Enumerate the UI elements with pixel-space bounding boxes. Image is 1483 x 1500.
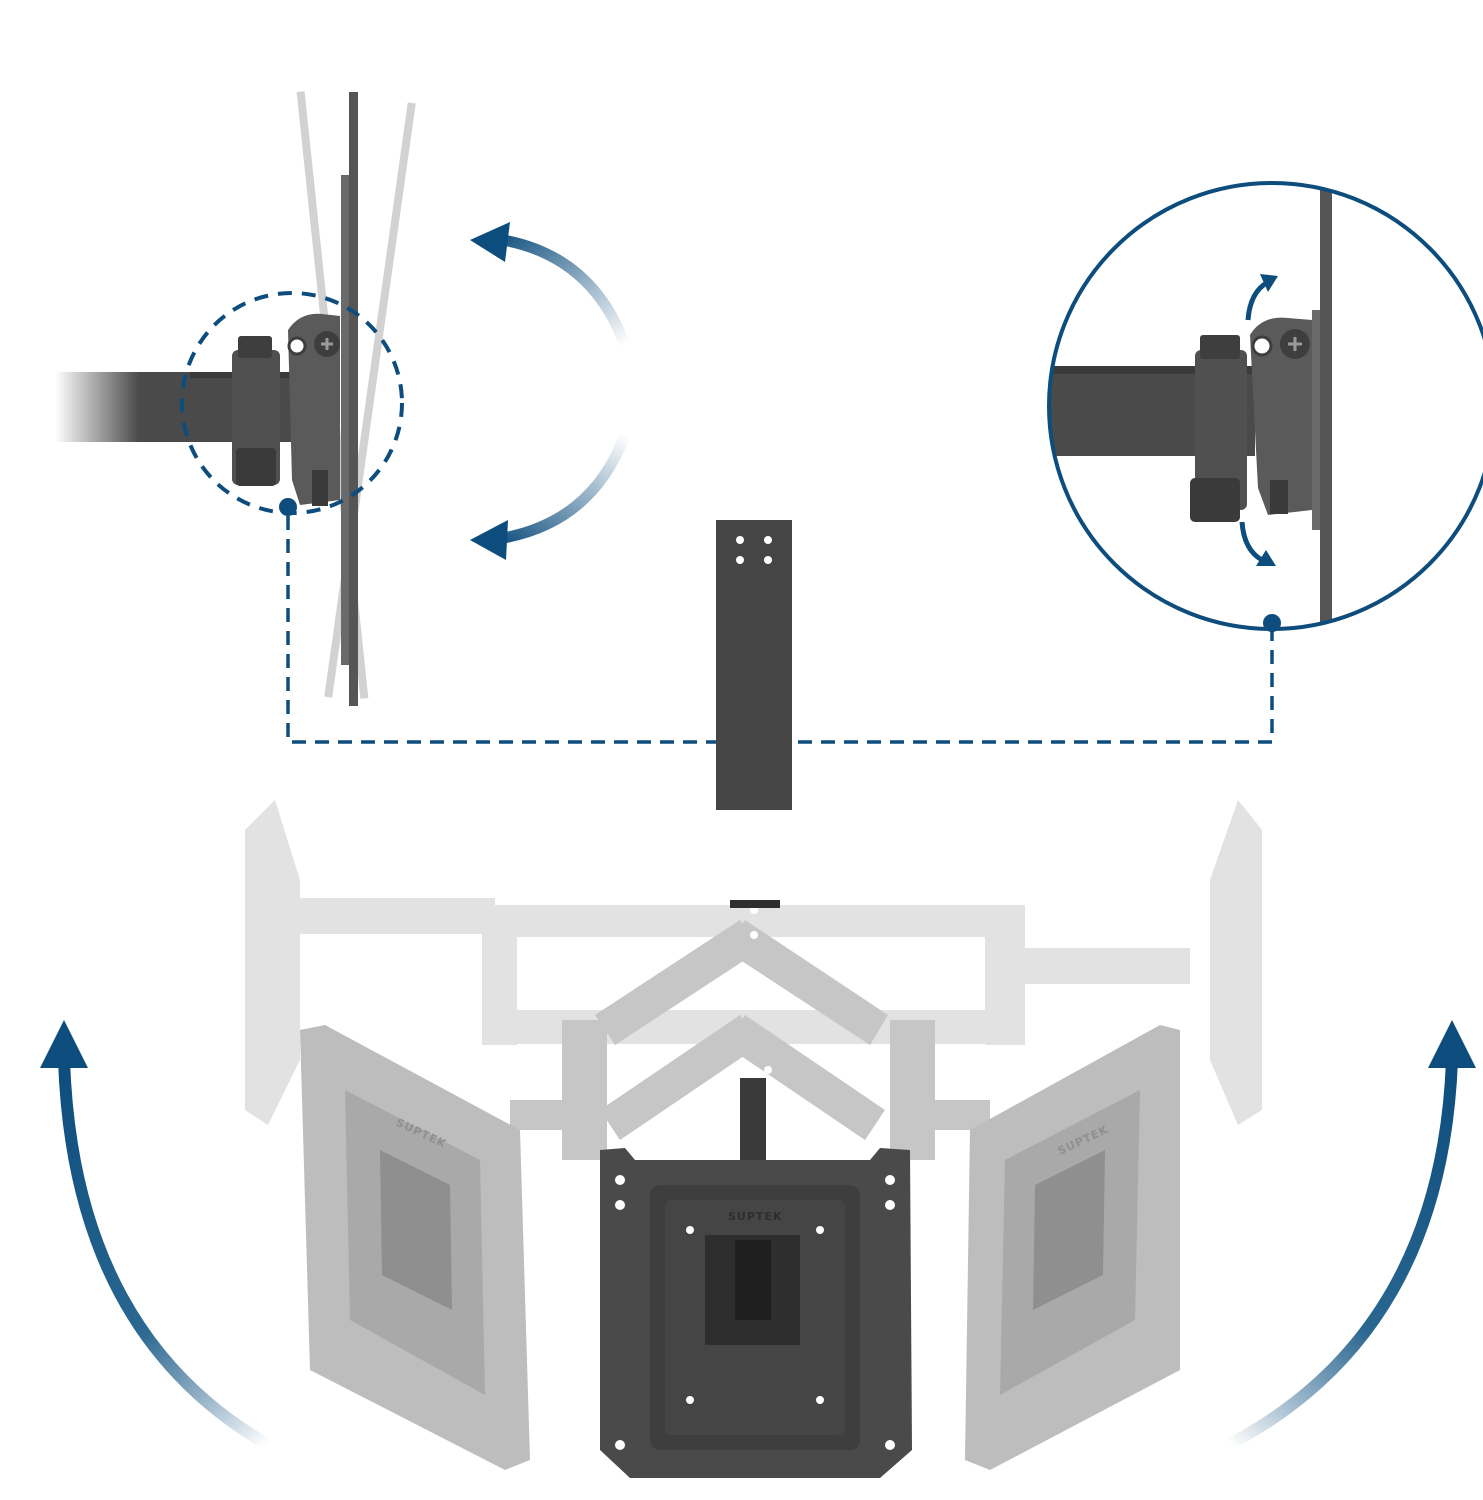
rotate-up-arrow-icon	[1245, 279, 1270, 321]
ghost-plate-left: SUPTEK	[300, 1025, 530, 1470]
swivel-arrow-icon	[40, 1020, 1476, 1484]
ghost-plate-right: SUPTEK	[965, 1025, 1180, 1470]
zoom-detail	[1047, 181, 1483, 632]
tilt-arrow-icon	[470, 222, 631, 560]
center-post	[740, 1078, 766, 1168]
rotate-down-arrow-icon	[1239, 521, 1264, 563]
wall-plate	[716, 520, 792, 810]
tv-panel-side	[349, 92, 358, 706]
vesa-plate-center: SUPTEK	[600, 1148, 912, 1478]
nut-top	[238, 336, 272, 358]
ghost-position-mid	[510, 920, 990, 1160]
connector-dot-icon	[1263, 614, 1281, 632]
tv-bracket-plate	[341, 175, 349, 665]
swivel-front-view: SUPTEK SUPTEK	[245, 520, 1262, 1478]
connector-dot-icon	[279, 498, 297, 516]
tilt-side-view	[55, 91, 416, 706]
ghost-position-far	[245, 800, 1262, 1125]
tilt-head	[288, 313, 340, 505]
nut-bottom	[236, 448, 276, 486]
brand-label-center: SUPTEK	[728, 1210, 782, 1223]
tv-panel-zoom	[1320, 183, 1332, 629]
